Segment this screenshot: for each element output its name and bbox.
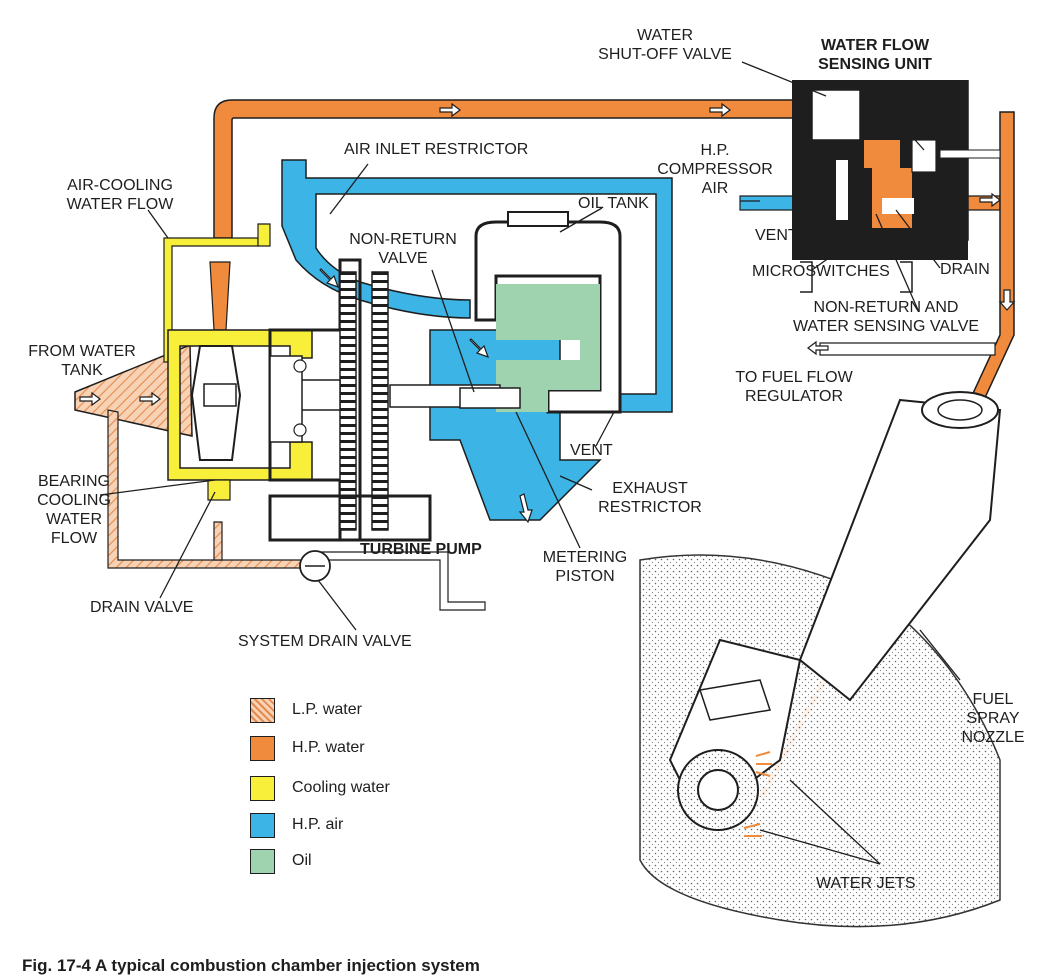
label-water-shutoff-valve: WATER SHUT-OFF VALVE: [598, 27, 732, 63]
label-to-fuel-flow-regulator: TO FUEL FLOW REGULATOR: [735, 369, 853, 405]
legend-swatch: [250, 849, 275, 874]
label-hp-compressor-air: H.P. COMPRESSOR AIR: [657, 142, 773, 197]
label-from-water-tank: FROM WATER TANK: [28, 343, 136, 379]
legend-label: H.P. air: [292, 816, 344, 833]
label-drain-valve-top: DRAIN VALVE: [892, 97, 942, 133]
label-drain-valve-bottom: DRAIN VALVE: [90, 599, 194, 616]
legend-label: L.P. water: [292, 701, 362, 718]
label-non-return-water-sensing: NON-RETURN AND WATER SENSING VALVE: [792, 299, 980, 335]
label-vent-mid: VENT: [570, 442, 613, 459]
label-water-flow-sensing-unit: WATER FLOW SENSING UNIT: [818, 37, 932, 73]
lp-water-lines: [74, 343, 486, 611]
legend-swatch: [250, 736, 275, 761]
turbine-pump: [190, 258, 521, 542]
label-fuel-spray-nozzle: FUEL SPRAY NOZZLE: [961, 691, 1025, 746]
label-metering-piston: METERING PISTON: [542, 549, 628, 585]
label-bearing-cooling-water-flow: BEARING COOLING WATER FLOW: [37, 473, 111, 547]
label-microswitches: MICROSWITCHES: [752, 263, 890, 280]
label-turbine-pump: TURBINE PUMP: [360, 541, 482, 558]
label-water-jets: WATER JETS: [816, 875, 916, 892]
cooling-water-lines: [163, 223, 313, 501]
label-oil-tank: OIL TANK: [578, 195, 649, 212]
legend-label: Oil: [292, 852, 312, 869]
legend-label: H.P. water: [292, 739, 365, 756]
microswitch-bracket: [800, 261, 913, 293]
legend-swatch: [250, 813, 275, 838]
label-air-cooling-water-flow: AIR-COOLING WATER FLOW: [66, 177, 174, 213]
label-system-drain-valve: SYSTEM DRAIN VALVE: [238, 633, 412, 650]
fuel-spray-nozzle-drawing: [639, 391, 1002, 928]
legend-swatch: [250, 698, 275, 723]
label-non-return-valve: NON-RETURN VALVE: [349, 231, 457, 267]
label-vent-top: VENT: [755, 227, 798, 244]
label-exhaust-restrictor: EXHAUST RESTRICTOR: [598, 480, 702, 516]
label-drain-right: DRAIN: [940, 261, 990, 278]
figure-caption: Fig. 17-4 A typical combustion chamber i…: [22, 956, 480, 975]
flow-arrows: [79, 102, 1016, 524]
leader-lines: [99, 61, 961, 865]
legend-label: Cooling water: [292, 779, 390, 796]
legend-swatch: [250, 776, 275, 801]
oil-tank: [474, 211, 622, 414]
label-air-inlet-restrictor: AIR INLET RESTRICTOR: [344, 141, 529, 158]
